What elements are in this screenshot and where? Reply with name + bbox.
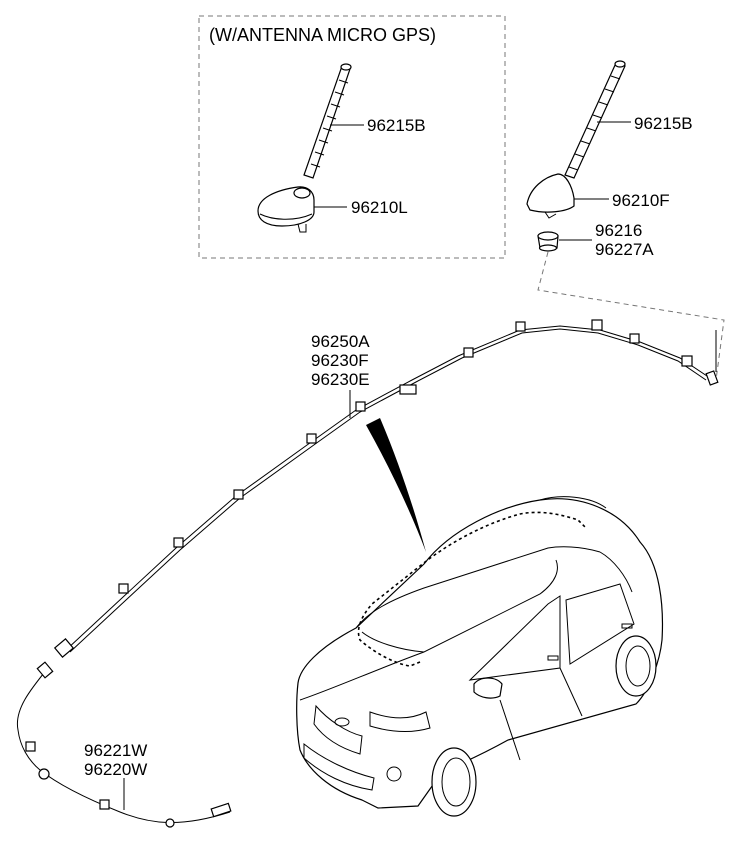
label-96221W: 96221W <box>84 741 147 760</box>
label-96227A: 96227A <box>595 240 654 259</box>
car-illustration <box>296 496 664 817</box>
label-96215B-gps: 96215B <box>367 116 426 135</box>
pad-standard <box>537 231 559 252</box>
label-96210L: 96210L <box>351 198 408 217</box>
label-96250A: 96250A <box>311 332 370 351</box>
label-96210F: 96210F <box>612 191 670 210</box>
connection-dashed-link <box>537 251 725 381</box>
inset-title: (W/ANTENNA MICRO GPS) <box>209 25 436 45</box>
base-gps <box>257 186 315 233</box>
base-standard <box>526 173 575 219</box>
label-96216: 96216 <box>595 221 642 240</box>
label-96230F: 96230F <box>311 351 369 370</box>
label-96230E: 96230E <box>311 370 370 389</box>
label-96215B-std: 96215B <box>634 114 693 133</box>
roof-feeder-harness: 96250A 96230F 96230E <box>53 319 719 658</box>
inset-frame <box>198 15 506 259</box>
extension-cable: 96221W 96220W <box>16 661 232 828</box>
standard-antenna: 96215B 96210F 96216 96227A <box>526 60 725 381</box>
mast-standard <box>564 60 626 179</box>
gps-antenna-inset: (W/ANTENNA MICRO GPS) <box>198 15 506 259</box>
label-96220W: 96220W <box>84 760 147 779</box>
pointer-wedge <box>366 418 426 552</box>
car-harness-route <box>357 511 587 667</box>
mast-gps <box>303 63 352 179</box>
